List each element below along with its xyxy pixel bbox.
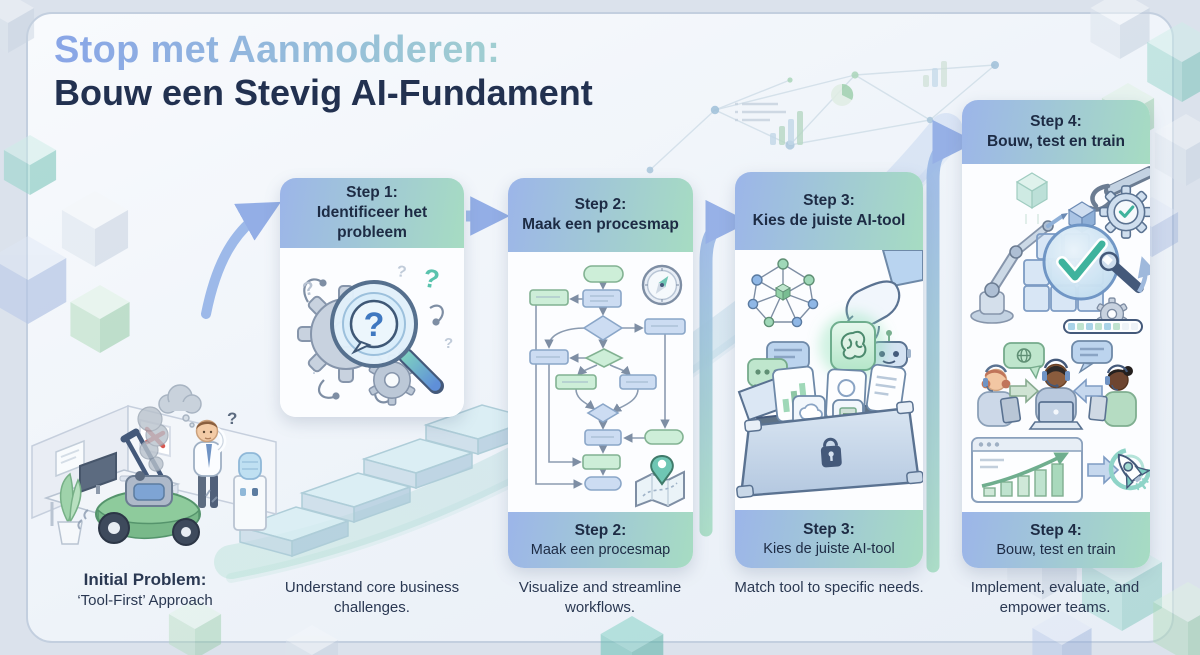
step3-caption: Match tool to specific needs. [734, 579, 924, 596]
step2-footer-title: Maak een procesmap [530, 542, 671, 558]
step3-label: Step 3: [803, 192, 855, 210]
map-pin-icon [635, 454, 685, 508]
page-title: Stop met Aanmodderen: Bouw een Stevig AI… [54, 28, 593, 114]
rocket-icon [1108, 447, 1150, 491]
chart-window-icon [971, 437, 1083, 503]
step1-label: Step 1: [346, 184, 398, 202]
title-line-1: Stop met Aanmodderen: [54, 28, 593, 72]
arrow-step2-to-step3 [699, 199, 750, 537]
arrow-left-icon [1072, 378, 1103, 404]
step3-header: Step 3: Kies de juiste AI-tool [735, 172, 923, 250]
step2-footer-label: Step 2: [574, 521, 627, 539]
step4-footer-title: Bouw, test en train [996, 542, 1116, 558]
floating-cube [1015, 172, 1049, 224]
step1-title: Identificeer het probleem [316, 204, 428, 241]
initial-problem-subtitle: ‘Tool-First’ Approach [77, 592, 213, 609]
step2-card: Step 2: Maak een procesmap [508, 178, 693, 568]
trainer-right [1088, 364, 1137, 427]
center-cube [774, 283, 792, 301]
step4-footer: Step 4: Bouw, test en train [962, 512, 1150, 568]
step1-card: Step 1: Identificeer het probleem ? ? ? … [280, 178, 464, 417]
step3-footer: Step 3: Kies de juiste AI-tool [735, 510, 923, 568]
title-line-2: Bouw een Stevig AI-Fundament [54, 72, 593, 114]
step4-build-test-scene [970, 166, 1150, 334]
svg-text:?: ? [421, 262, 442, 294]
smoke-puffs [137, 406, 169, 472]
step3-card: Step 3: Kies de juiste AI-tool [735, 172, 923, 568]
up-arrow-icon [1137, 256, 1150, 294]
initial-problem-title: Initial Problem: [83, 570, 207, 589]
speech-bubble-globe [1003, 342, 1045, 380]
step4-train-launch-scene [971, 340, 1150, 503]
step3-illustration [735, 250, 923, 510]
question-mark: ? [227, 409, 237, 428]
step2-title: Maak een procesmap [522, 216, 679, 233]
step2-label: Step 2: [574, 196, 627, 214]
office-scene-illustration: ? [31, 384, 277, 546]
check-circle-icon [1042, 223, 1120, 301]
svg-text:?: ? [364, 306, 385, 344]
network-icon [747, 258, 819, 328]
step4-label: Step 4: [1030, 113, 1082, 131]
arrow-right-icon [1009, 378, 1040, 404]
step2-illustration [508, 252, 693, 512]
svg-text:?: ? [395, 263, 407, 281]
speech-bubble-lines [1071, 340, 1113, 374]
step1-caption: Understand core business challenges. [284, 579, 460, 616]
trainer-left [977, 364, 1022, 427]
step3-footer-label: Step 3: [803, 520, 855, 538]
svg-text:?: ? [444, 335, 453, 352]
step2-header: Step 2: Maak een procesmap [508, 178, 693, 252]
step4-footer-label: Step 4: [1030, 521, 1082, 539]
step2-footer: Step 2: Maak een procesmap [508, 512, 693, 568]
progress-bar [1063, 319, 1143, 334]
step3-footer-title: Kies de juiste AI-tool [763, 541, 895, 557]
wrench-icon [1099, 251, 1144, 294]
step2-caption: Visualize and streamline workflows. [518, 579, 682, 616]
step1-header: Step 1: Identificeer het probleem [280, 178, 464, 248]
step4-caption: Implement, evaluate, and empower teams. [970, 579, 1140, 616]
toolbox-icon [736, 363, 923, 499]
arrow-scene-to-step1 [201, 201, 282, 319]
water-cooler [233, 452, 267, 531]
step4-title: Bouw, test en train [986, 133, 1126, 150]
step4-illustration [962, 164, 1150, 512]
robot-arm-icon [970, 213, 1068, 324]
plant [57, 472, 83, 545]
initial-problem-caption: Initial Problem: ‘Tool-First’ Approach [45, 570, 245, 609]
trainee-center [1028, 358, 1084, 430]
step4-header: Step 4: Bouw, test en train [962, 100, 1150, 164]
dark-cloud-icon [158, 384, 202, 428]
gear-check-icon [1099, 185, 1150, 239]
step4-card: Step 4: Bouw, test en train [962, 100, 1150, 568]
arrow-step1-to-step2 [466, 196, 510, 236]
brain-glyph [840, 330, 867, 360]
lawnmower [77, 406, 218, 546]
compass-icon [641, 264, 683, 306]
step1-illustration: ? ? ? ? ? [280, 248, 464, 417]
step3-title: Kies de juiste AI-tool [752, 212, 906, 229]
